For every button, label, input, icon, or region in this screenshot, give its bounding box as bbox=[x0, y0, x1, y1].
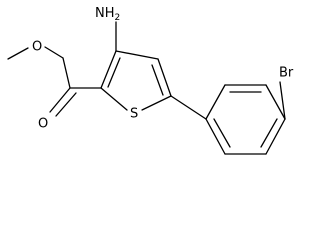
amine-hydrogen: H bbox=[105, 6, 115, 21]
phenyl-c4-c5-inner-bond bbox=[260, 118, 278, 148]
carbonyl-double-bond-b bbox=[55, 92, 77, 117]
bonds bbox=[7, 21, 286, 155]
biaryl-bond bbox=[170, 95, 207, 120]
bromine-label: Br bbox=[279, 66, 294, 81]
chemical-structure: NH2 O O S Br bbox=[7, 6, 294, 155]
amine-h-count: 2 bbox=[115, 13, 121, 23]
ester-o-methyl-bond bbox=[44, 46, 64, 59]
phenyl-c6-c1-bond bbox=[205, 118, 226, 155]
ring-c4-c5-inner-bond bbox=[151, 64, 164, 96]
ring-c2-c3-inner-bond bbox=[107, 57, 121, 88]
amine-label: NH2 bbox=[95, 6, 120, 23]
ester-o-carbonyl-bond bbox=[62, 57, 71, 89]
ring-c4-c5-bond bbox=[157, 58, 172, 97]
phenyl-c3-c4-bond bbox=[265, 84, 286, 120]
phenyl-c6-c1-inner-bond bbox=[213, 118, 231, 148]
ring-c2-c3-bond bbox=[100, 50, 117, 89]
methyl-bond bbox=[7, 47, 29, 60]
ester-oxygen-label: O bbox=[32, 40, 42, 55]
amine-nitrogen: N bbox=[95, 6, 105, 21]
phenyl-c1-c2-bond bbox=[205, 84, 226, 120]
phenyl-c4-c5-bond bbox=[265, 118, 286, 155]
bromine-bond bbox=[279, 81, 286, 120]
ring-sulfur-label: S bbox=[130, 107, 138, 122]
ring-s-c2-bond bbox=[100, 87, 128, 111]
atom-labels: NH2 O O S Br bbox=[32, 6, 294, 132]
ring-c3-c4-bond bbox=[115, 50, 159, 60]
carbonyl-double-bond-a bbox=[49, 87, 71, 113]
ring-c5-s-bond bbox=[141, 95, 172, 111]
carbonyl-oxygen-label: O bbox=[38, 117, 48, 132]
